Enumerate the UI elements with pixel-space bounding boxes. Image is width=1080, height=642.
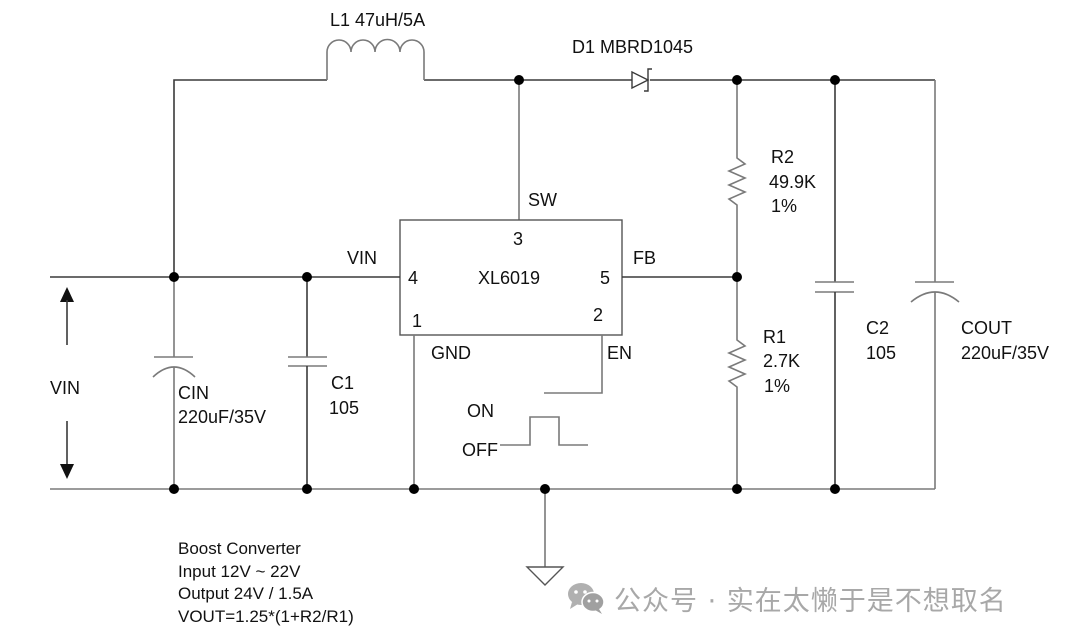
wechat-icon (568, 583, 605, 614)
diode-triangle (631, 70, 650, 90)
pin-num-2: 2 (593, 305, 603, 325)
junction-c2-top (830, 75, 840, 85)
pin-name-en: EN (607, 343, 632, 363)
r1-ref: R1 (763, 327, 786, 347)
capacitor-cout: COUT 220uF/35V (910, 80, 1049, 489)
pin-num-3: 3 (513, 229, 523, 249)
cin-ref: CIN (178, 383, 209, 403)
cout-ref: COUT (961, 318, 1012, 338)
watermark-text: 公众号 · 实在太懒于是不想取名 (614, 585, 1007, 617)
c2-value: 105 (866, 343, 896, 363)
note-title: Boost Converter (178, 539, 301, 558)
r1-value: 2.7K (763, 351, 800, 371)
vin-side-label: VIN (50, 378, 80, 398)
on-off-pulse (500, 416, 588, 446)
pin-num-4: 4 (408, 268, 418, 288)
switch-on-label: ON (467, 401, 494, 421)
arrow-up-icon (60, 287, 74, 302)
note-formula: VOUT=1.25*(1+R2/R1) (178, 606, 354, 626)
note-input: Input 12V ~ 22V (178, 561, 301, 581)
ic-body (399, 219, 623, 336)
cin-value: 220uF/35V (178, 407, 266, 427)
junction-cin-bottom (169, 484, 179, 494)
inductor-label: L1 47uH/5A (330, 10, 425, 30)
diode-label: D1 MBRD1045 (572, 37, 693, 57)
pin-name-sw: SW (528, 190, 557, 210)
r1-tolerance: 1% (764, 376, 790, 396)
capacitor-c2: C2 105 (815, 80, 896, 489)
ic-xl6019: XL6019 3 4 5 1 2 (399, 219, 623, 336)
schottky-bar (644, 68, 652, 92)
pin-num-5: 5 (600, 268, 610, 288)
junction-sw (514, 75, 524, 85)
arrow-down-icon (60, 464, 74, 479)
r2-zigzag (727, 80, 747, 277)
c1-ref: C1 (331, 373, 354, 393)
design-notes: Boost Converter Input 12V ~ 22V Output 2… (178, 538, 354, 628)
resistor-r1: R1 2.7K 1% (727, 277, 800, 489)
capacitor-cin: CIN 220uF/35V (152, 277, 266, 489)
junction-ground (540, 484, 550, 494)
diode-d1: D1 MBRD1045 (572, 37, 693, 92)
resistor-r2: R2 49.9K 1% (727, 80, 816, 277)
ic-part-number: XL6019 (478, 268, 540, 288)
cout-value: 220uF/35V (961, 343, 1049, 363)
junction-r1-bottom (732, 484, 742, 494)
junction-c1-bottom (302, 484, 312, 494)
switch-off-label: OFF (462, 440, 498, 460)
pin-name-fb: FB (633, 248, 656, 268)
capacitor-c1: C1 105 (288, 277, 359, 489)
note-output: Output 24V / 1.5A (178, 584, 314, 603)
junction-c2-bottom (830, 484, 840, 494)
junction-c1-top (302, 272, 312, 282)
junction-gnd-pin (409, 484, 419, 494)
junction-r2-top (732, 75, 742, 85)
junction-dots (169, 75, 840, 494)
c1-value: 105 (329, 398, 359, 418)
r1-zigzag (727, 277, 747, 489)
watermark: 公众号 · 实在太懒于是不想取名 (566, 580, 1007, 617)
ground-icon (525, 566, 565, 586)
wire-vin-to-inductor (173, 79, 327, 277)
pin-name-gnd: GND (431, 343, 471, 363)
ground-symbol (525, 489, 565, 586)
r2-value: 49.9K (769, 172, 816, 192)
pin-num-1: 1 (412, 311, 422, 331)
vin-voltage-arrow: VIN (50, 287, 80, 479)
wire-en-pin (544, 335, 603, 394)
r2-tolerance: 1% (771, 196, 797, 216)
junction-cin-top (169, 272, 179, 282)
c2-ref: C2 (866, 318, 889, 338)
top-rail (173, 79, 935, 277)
r2-ref: R2 (771, 147, 794, 167)
pin-name-vin: VIN (347, 248, 377, 268)
inductor-l1: L1 47uH/5A (326, 10, 425, 80)
junction-fb (732, 272, 742, 282)
enable-switch-waveform: ON OFF (462, 401, 588, 460)
